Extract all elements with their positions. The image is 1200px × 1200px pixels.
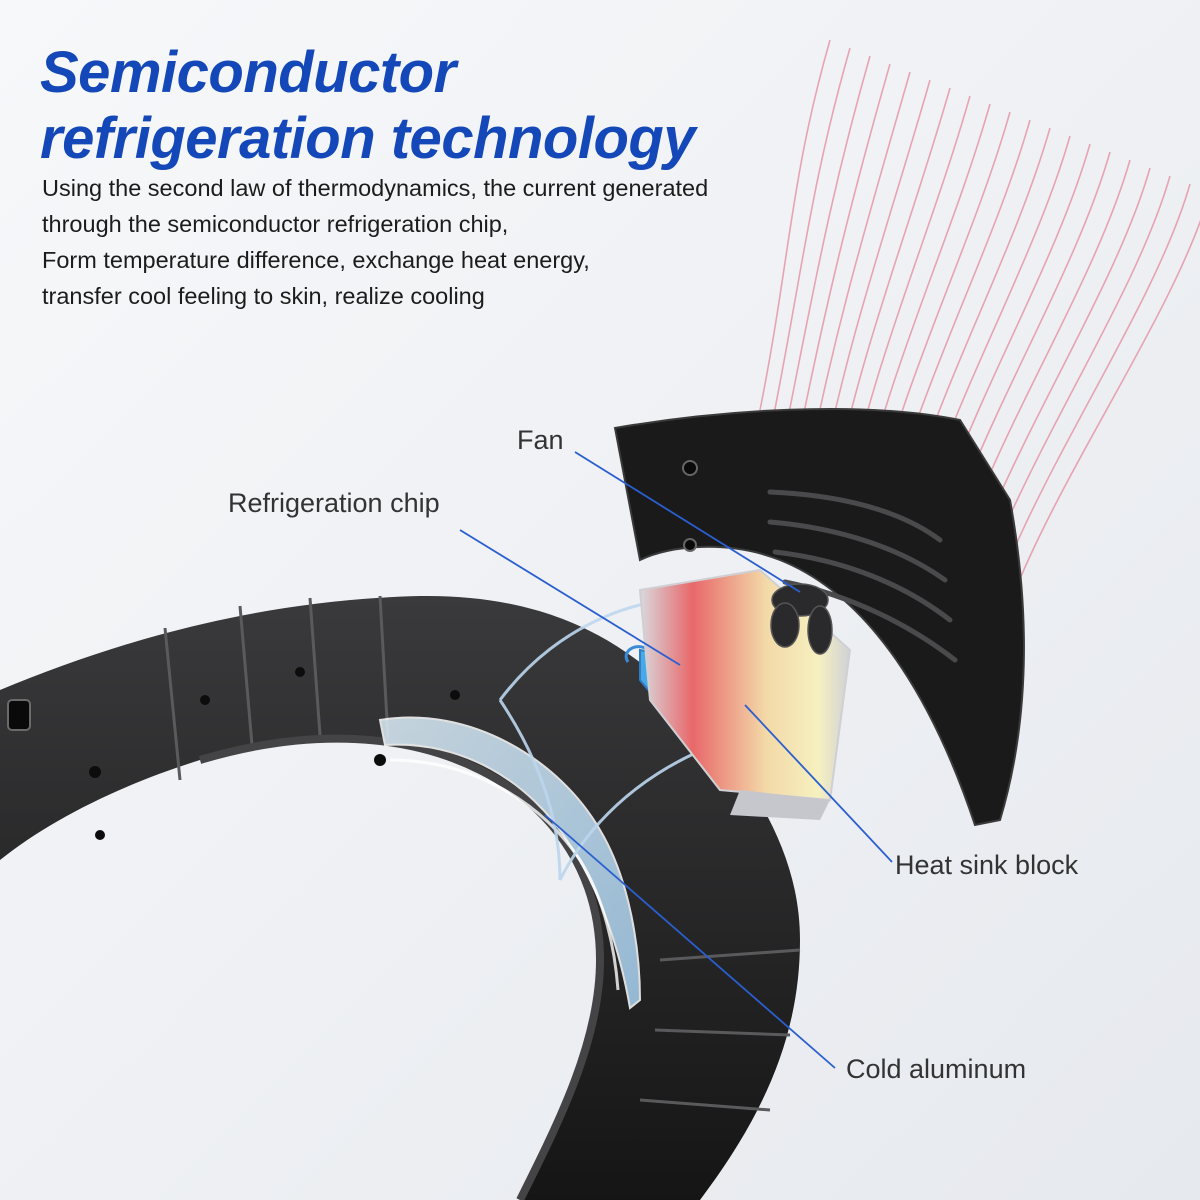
title-line-1: Semiconductor: [40, 40, 456, 105]
callout-cold-aluminum: Cold aluminum: [846, 1054, 1027, 1084]
leader-cold-aluminum: [544, 814, 836, 1069]
leader-refrigeration-chip: [459, 529, 681, 666]
description-line-2: through the semiconductor refrigeration …: [42, 211, 509, 237]
callout-heat-sink-block: Heat sink block: [895, 850, 1079, 880]
airflow-line: [759, 39, 831, 411]
fan-icon: [613, 408, 1025, 827]
airflow-line: [771, 47, 851, 425]
description-line-4: transfer cool feeling to skin, realize c…: [42, 283, 485, 309]
page-title: Semiconductor refrigeration technology: [40, 40, 696, 172]
leader-heat-sink: [744, 704, 893, 863]
description-line-1: Using the second law of thermodynamics, …: [42, 175, 709, 201]
airflow-line: [807, 71, 911, 467]
callout-refrigeration-chip: Refrigeration chip: [228, 488, 440, 518]
leader-fan: [574, 451, 801, 593]
leader-lines: [459, 451, 893, 1069]
description: Using the second law of thermodynamics, …: [42, 170, 708, 314]
title-line-2: refrigeration technology: [40, 106, 696, 171]
callout-fan: Fan: [517, 425, 564, 455]
neckband-body: [0, 595, 801, 1200]
cold-aluminum-plate-icon: [378, 716, 642, 1010]
description-line-3: Form temperature difference, exchange he…: [42, 247, 590, 273]
airflow-line: [795, 63, 891, 453]
airflow-line: [783, 55, 871, 439]
